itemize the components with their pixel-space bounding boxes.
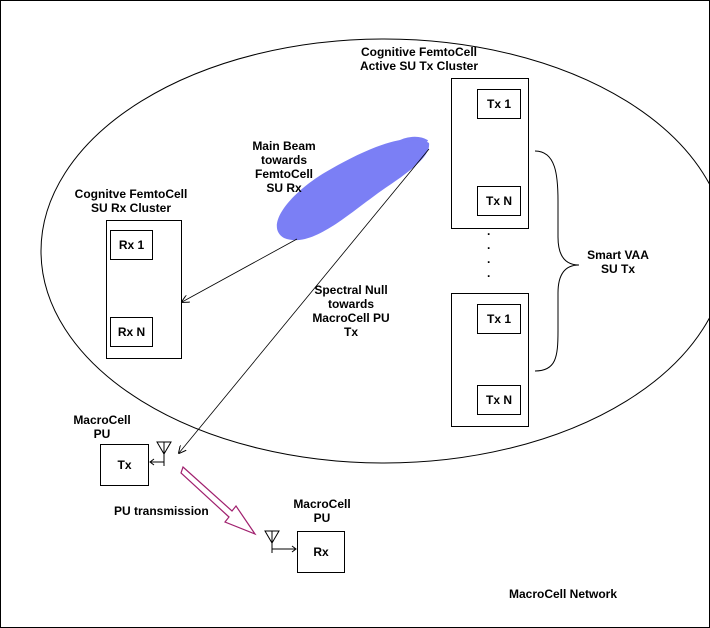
ellipsis-dots: · · · ·	[487, 227, 491, 283]
tx-unit-label: Tx N	[485, 393, 512, 407]
rx-cluster-title-line1: Cognitve FemtoCell	[74, 187, 188, 201]
rx-cluster-title: Cognitve FemtoCell SU Rx Cluster	[61, 187, 201, 215]
macro-pu-rx-title: MacroCell PU	[287, 497, 357, 525]
macro-pu-rx-title-line: MacroCell	[293, 497, 351, 511]
antenna-icon	[149, 441, 172, 466]
antenna-icon	[264, 530, 297, 553]
main-beam-line: Main Beam	[252, 139, 316, 153]
main-beam-line: FemtoCell	[254, 167, 313, 181]
smart-vaa-label: Smart VAA SU Tx	[573, 248, 663, 276]
spectral-null-line: towards	[327, 297, 374, 311]
pu-rx-box: Rx	[297, 531, 345, 573]
spectral-null-line: Tx	[343, 325, 358, 339]
macro-pu-rx-title-line: PU	[313, 511, 331, 525]
tx-cluster-title-line2: Active SU Tx Cluster	[359, 59, 479, 73]
main-beam-line: SU Rx	[266, 181, 302, 195]
tx-unit-1-top: Tx 1	[477, 89, 521, 119]
tx-unit-label: Tx 1	[486, 97, 511, 111]
tx-cluster-title: Cognitive FemtoCell Active SU Tx Cluster	[339, 45, 499, 73]
smart-vaa-brace	[534, 150, 580, 372]
rx-unit-label: Rx 1	[118, 238, 145, 252]
pu-rx-label: Rx	[313, 545, 329, 559]
beam-side-lobe	[395, 136, 429, 146]
pu-transmission-label: PU transmission	[114, 504, 209, 518]
main-beam-line: towards	[260, 153, 307, 167]
tx-unit-n-top: Tx N	[477, 186, 521, 216]
macro-pu-tx-title-line: MacroCell	[73, 413, 131, 427]
main-beam-label: Main Beam towards FemtoCell SU Rx	[239, 139, 329, 195]
tx-unit-label: Tx 1	[486, 312, 511, 326]
spectral-null-line: MacroCell PU	[312, 311, 390, 325]
tx-cluster-title-line1: Cognitive FemtoCell	[360, 45, 477, 59]
beam-to-rx-arrow	[182, 238, 298, 302]
rx-cluster-title-line2: SU Rx Cluster	[90, 201, 172, 215]
macro-pu-tx-title: MacroCell PU	[67, 413, 137, 441]
tx-unit-n-bottom: Tx N	[477, 385, 521, 415]
rx-unit-label: Rx N	[117, 325, 146, 339]
spectral-null-label: Spectral Null towards MacroCell PU Tx	[301, 283, 401, 339]
smart-vaa-line: Smart VAA	[587, 248, 649, 262]
rx-unit-1: Rx 1	[110, 230, 153, 260]
tx-unit-1-bottom: Tx 1	[477, 304, 521, 334]
null-to-pu-tx-arrow	[179, 148, 430, 453]
tx-unit-label: Tx N	[485, 194, 512, 208]
main-beam-lobe	[276, 138, 430, 241]
macro-pu-tx-title-line: PU	[93, 427, 111, 441]
pu-tx-box: Tx	[100, 444, 149, 486]
network-label: MacroCell Network	[509, 587, 618, 601]
femtocell-boundary	[40, 38, 709, 464]
spectral-null-line: Spectral Null	[314, 283, 388, 297]
smart-vaa-line: SU Tx	[600, 262, 635, 276]
pu-tx-label: Tx	[117, 458, 132, 472]
pu-transmission-arrow	[180, 465, 257, 536]
rx-unit-n: Rx N	[110, 317, 153, 347]
